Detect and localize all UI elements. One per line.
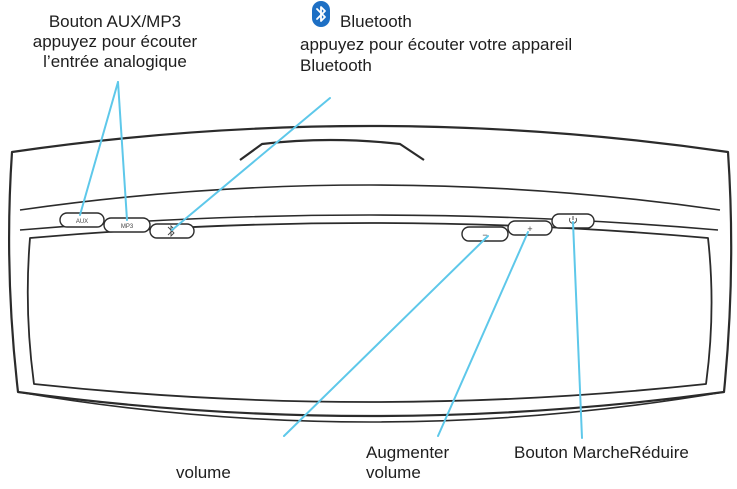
mp3-leader-line: [117, 81, 128, 221]
aux-mp3-annotation: Bouton AUX/MP3 appuyez pour écouter l’en…: [2, 12, 228, 72]
aux-mp3-description-line1: appuyez pour écouter: [32, 32, 198, 51]
volume-down-symbol: −: [482, 230, 487, 240]
volume-up-symbol: +: [527, 224, 532, 234]
aux-button-label: AUX: [76, 219, 88, 225]
volume-up-leader-line: [437, 231, 529, 437]
volume-down-annotation: volume: [176, 463, 231, 482]
bluetooth-description-line1: appuyez pour écouter votre appareil: [300, 35, 573, 54]
power-annotation: Bouton MarcheRéduire: [514, 443, 689, 462]
volume-down-button[interactable]: [461, 226, 509, 242]
bluetooth-description-line2: Bluetooth: [300, 56, 372, 75]
volume-up-annotation: Augmenter volume: [366, 443, 449, 483]
aux-button[interactable]: [59, 212, 105, 228]
volume-up-button[interactable]: [507, 220, 553, 236]
right-button-group: [461, 213, 595, 242]
bluetooth-title: Bluetooth: [340, 12, 412, 31]
bluetooth-leader-line: [171, 97, 331, 231]
aux-mp3-description-line2: l’entrée analogique: [43, 52, 187, 71]
bluetooth-icon: [312, 1, 330, 27]
power-leader-line: [572, 221, 583, 439]
speaker-body: [7, 124, 733, 423]
volume-down-leader-line: [283, 235, 489, 437]
volume-up-line1: Augmenter: [366, 443, 450, 462]
aux-mp3-title: Bouton AUX/MP3: [48, 12, 182, 31]
mp3-button-label: MP3: [121, 224, 134, 230]
aux-leader-line: [79, 81, 119, 216]
leader-lines: [79, 81, 583, 439]
volume-up-line2: volume: [366, 463, 421, 482]
left-button-group: [59, 212, 195, 239]
